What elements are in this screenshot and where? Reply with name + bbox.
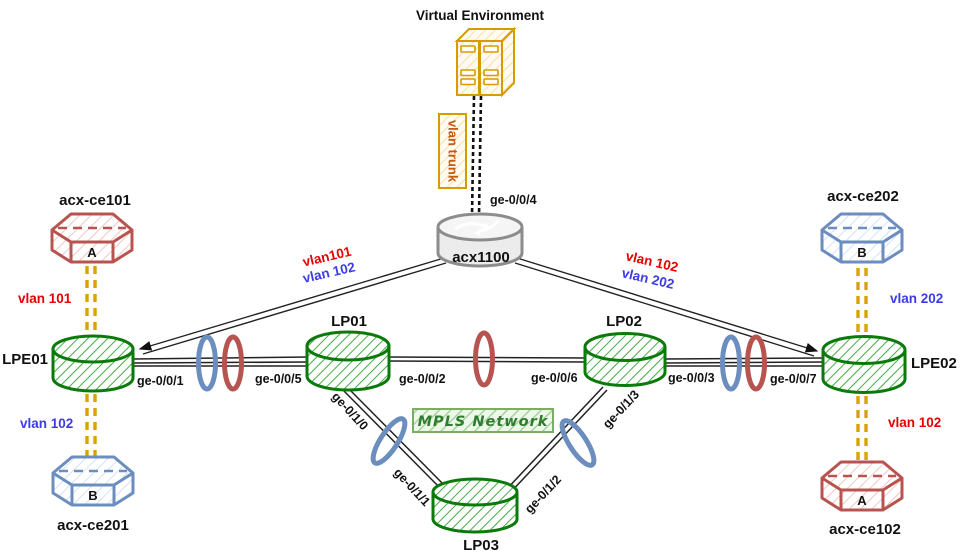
ge-0-0-3-label: ge-0/0/3 bbox=[668, 371, 715, 385]
ce101-site-letter: A bbox=[87, 245, 97, 260]
ce201-site-letter: B bbox=[88, 488, 97, 503]
acx-ce101-device bbox=[50, 212, 134, 264]
link-lp02-lpe02 bbox=[663, 357, 825, 367]
ce202-label: acx-ce202 bbox=[827, 188, 899, 205]
ge-0-0-5-label: ge-0/0/5 bbox=[255, 372, 302, 386]
ring-blue-lp02-lp03 bbox=[559, 418, 597, 468]
acx1100-label: acx1100 bbox=[452, 249, 510, 266]
ring-blue-lp02-lpe02 bbox=[720, 334, 742, 392]
ge-0-0-6-label: ge-0/0/6 bbox=[531, 371, 578, 385]
vlan-trunk-callout: vlan trunk bbox=[438, 113, 467, 189]
ge-0-1-3-label: ge-0/1/3 bbox=[600, 387, 642, 431]
vlan-trunk-label: vlan trunk bbox=[446, 120, 461, 183]
lpe01-router bbox=[51, 334, 135, 393]
lp02-router bbox=[583, 332, 667, 387]
link-lp02-lp03 bbox=[503, 386, 608, 496]
virtual-environment-title: Virtual Environment bbox=[416, 8, 545, 23]
link-server-acx1100 bbox=[470, 95, 483, 217]
acx1100-router: acx1100 bbox=[436, 212, 524, 268]
mpls-network-label: MPLS Network bbox=[418, 414, 549, 430]
lp03-router bbox=[431, 477, 519, 534]
link-lpe01-ce201 bbox=[85, 394, 97, 458]
link-lp01-lp02 bbox=[387, 356, 587, 363]
link-ce101-lpe01 bbox=[85, 266, 97, 338]
ring-red-lpe01-lp01 bbox=[222, 334, 244, 392]
vlan102-right-label: vlan 102 bbox=[888, 415, 941, 430]
lp03-label: LP03 bbox=[463, 537, 499, 554]
lpe01-label: LPE01 bbox=[2, 351, 48, 368]
vlan202-right-label: vlan 202 bbox=[890, 291, 943, 306]
ge-0-1-2-label: ge-0/1/2 bbox=[522, 472, 564, 516]
link-lpe02-ce102 bbox=[856, 396, 868, 462]
ce101-label: acx-ce101 bbox=[59, 192, 131, 209]
ring-red-lp01-lp02 bbox=[473, 330, 495, 388]
lp01-label: LP01 bbox=[331, 313, 367, 330]
link-ce202-lpe02 bbox=[856, 268, 868, 335]
link-acx1100-lpe01 bbox=[138, 257, 447, 355]
link-lpe01-lp01 bbox=[132, 356, 310, 367]
link-acx1100-lpe02 bbox=[514, 257, 819, 357]
ge-0-0-1-label: ge-0/0/1 bbox=[137, 374, 184, 388]
vlan102-left-label: vlan 102 bbox=[20, 416, 73, 431]
lp01-router bbox=[305, 330, 391, 392]
ge-0-0-2-label: ge-0/0/2 bbox=[399, 372, 446, 386]
ce102-label: acx-ce102 bbox=[829, 521, 901, 538]
acx-ce201-device bbox=[51, 455, 135, 507]
ge-0-0-7-label: ge-0/0/7 bbox=[770, 372, 817, 386]
lpe02-router bbox=[821, 335, 907, 394]
ring-blue-lp01-lp03 bbox=[370, 416, 408, 466]
routing-arrows-icon bbox=[454, 219, 500, 236]
lpe02-label: LPE02 bbox=[911, 355, 957, 372]
ge-0-1-1-label: ge-0/1/1 bbox=[391, 465, 433, 509]
ce102-site-letter: A bbox=[857, 493, 867, 508]
ge-0-0-4-label: ge-0/0/4 bbox=[490, 193, 537, 207]
lp02-label: LP02 bbox=[606, 313, 642, 330]
ce202-site-letter: B bbox=[857, 245, 866, 260]
ring-red-lp02-lpe02 bbox=[745, 334, 767, 392]
acx-ce102-device bbox=[820, 460, 904, 512]
mpls-network-badge: MPLS Network bbox=[412, 408, 554, 433]
ce201-label: acx-ce201 bbox=[57, 517, 129, 534]
ring-blue-lpe01-lp01 bbox=[196, 334, 218, 392]
virtual-environment-server-icon bbox=[454, 26, 517, 98]
acx-ce202-device bbox=[820, 212, 904, 264]
vlan101-left-label: vlan 101 bbox=[18, 291, 72, 306]
